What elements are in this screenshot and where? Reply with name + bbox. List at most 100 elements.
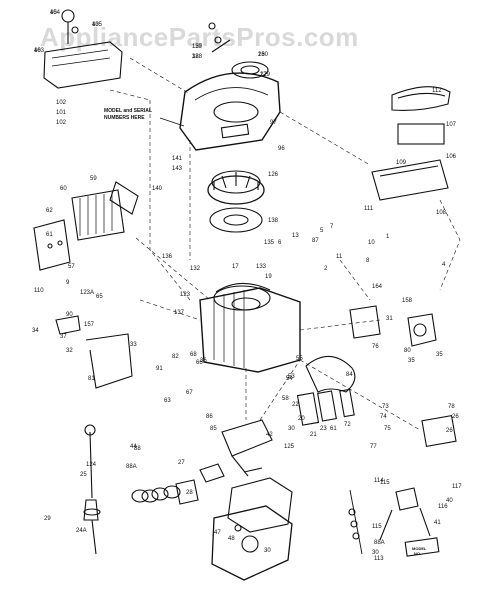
piston-pin (175, 479, 199, 505)
part-label-57: 32 (66, 348, 73, 354)
air-cleaner-cover (391, 86, 451, 111)
part-label-23: 60 (60, 186, 67, 192)
part-label-15: 143 (172, 166, 183, 172)
part-label-103: 25 (80, 472, 87, 478)
camshaft-cap (395, 487, 419, 511)
part-label-7: 102 (56, 100, 67, 106)
part-label-122: 26 (258, 52, 265, 58)
intake-manifold (349, 305, 381, 339)
part-label-111: 113 (374, 556, 384, 562)
part-label-60: 35 (436, 352, 443, 358)
engine-sump (211, 505, 293, 581)
part-label-27: 57 (68, 264, 75, 270)
part-label-47: 123A (80, 290, 94, 296)
part-label-67: 68 (190, 352, 197, 358)
part-label-101: 117 (452, 484, 462, 490)
part-label-75: 53 (288, 374, 295, 380)
part-label-120: 150 (192, 44, 203, 50)
part-label-13: 96 (278, 146, 285, 152)
part-label-92: 30 (288, 426, 295, 432)
part-label-49: 123 (180, 292, 191, 298)
part-label-52: 158 (402, 298, 413, 304)
part-label-40: 11 (336, 254, 343, 260)
muffler (305, 355, 356, 393)
part-label-50: 137 (174, 310, 185, 316)
part-label-87: 78 (448, 404, 455, 410)
part-label-88: 86 (206, 414, 213, 420)
blower-housing (179, 72, 281, 151)
part-label-12: 97 (270, 120, 277, 126)
part-label-10: 112 (432, 88, 442, 94)
part-label-100: 114 (374, 478, 384, 484)
part-label-78: 20 (298, 416, 305, 422)
part-label-96: 26 (446, 428, 453, 434)
part-label-63: 76 (372, 344, 379, 350)
part-label-123: 27 (260, 72, 267, 78)
part-label-6: 129 (260, 72, 271, 78)
sump-gasket (227, 477, 293, 533)
part-label-76: 84 (346, 372, 353, 378)
part-label-51: 164 (372, 284, 383, 290)
part-label-34: 13 (292, 233, 299, 239)
part-label-90: 88 (134, 446, 141, 452)
part-label-104: 24A (76, 528, 87, 534)
part-label-24: 59 (90, 176, 97, 182)
air-cleaner-base (371, 159, 449, 201)
part-label-41: 10 (368, 240, 375, 246)
part-label-14: 141 (172, 156, 183, 162)
mounting-bracket (85, 333, 133, 389)
part-label-31: 133 (256, 264, 267, 270)
part-label-70: 66 (196, 360, 203, 366)
part-label-109: 30 (264, 548, 271, 554)
part-label-1: 103 (34, 48, 45, 54)
part-label-98: 28 (186, 490, 193, 496)
part-label-99: 115 (380, 480, 390, 486)
part-label-110: 115 (372, 524, 382, 530)
carburetor (407, 313, 437, 347)
part-label-117: 45 (50, 10, 57, 16)
part-label-74: 58 (282, 396, 289, 402)
part-label-71: 67 (186, 390, 193, 396)
part-label-112: 88A (374, 540, 385, 546)
part-label-83: 73 (382, 404, 389, 410)
part-label-80: 23 (320, 426, 327, 432)
part-label-54: 157 (84, 322, 95, 328)
part-label-81: 61 (330, 426, 337, 432)
part-label-95: 26 (452, 414, 459, 420)
part-label-89: 85 (210, 426, 217, 432)
part-label-68: 36 (200, 358, 207, 364)
part-label-21: 111 (364, 206, 374, 212)
part-label-8: 101 (56, 110, 67, 116)
part-label-2: 105 (92, 22, 103, 28)
part-label-20: 109 (396, 160, 407, 166)
part-label-84: 74 (380, 414, 387, 420)
air-filter-element (397, 123, 445, 145)
part-label-106: 47 (214, 530, 221, 536)
part-label-72: 55 (296, 356, 303, 362)
valve-cover (43, 41, 123, 89)
part-label-58: 31 (386, 316, 393, 322)
part-label-107: 48 (228, 536, 235, 542)
part-label-73: 54 (286, 376, 293, 382)
part-label-119: 43 (92, 22, 99, 28)
part-label-17: 126 (268, 172, 279, 178)
part-label-97: 27 (178, 460, 185, 466)
part-label-82: 72 (344, 422, 351, 428)
part-label-32: 17 (232, 264, 239, 270)
part-label-16: 140 (152, 186, 163, 192)
part-label-18: 138 (268, 218, 279, 224)
part-label-28: 135 (264, 240, 275, 246)
dipstick-tube (89, 431, 93, 499)
part-label-3: 127 (192, 44, 203, 50)
part-label-29: 136 (162, 254, 173, 260)
part-label-11: 107 (446, 122, 457, 128)
part-label-65: 91 (156, 366, 163, 372)
part-label-77: 22 (292, 402, 299, 408)
part-label-59: 33 (130, 342, 137, 348)
part-label-30: 132 (190, 266, 201, 272)
part-label-114: 40 (446, 498, 453, 504)
part-label-85: 75 (384, 426, 391, 432)
part-label-0: 104 (50, 10, 61, 16)
